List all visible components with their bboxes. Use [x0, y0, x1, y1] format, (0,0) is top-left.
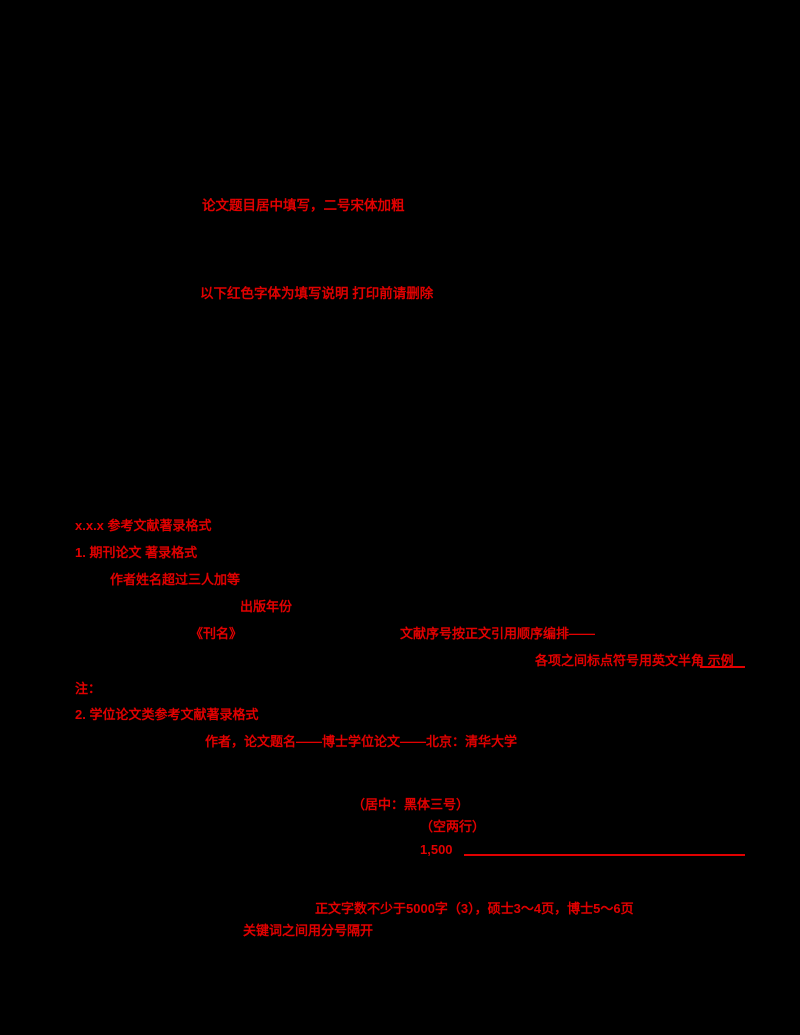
annotation-word-count: 1,500 [420, 842, 453, 857]
annotation-instruction-note: 以下红色字体为填写说明 打印前请删除 [200, 286, 434, 301]
annotation-length-note: 正文字数不少于5000字（3），硕士3～4页，博士5～6页 [315, 901, 634, 916]
fill-in-line-long [464, 854, 745, 856]
annotation-cover-note: 论文题目居中填写，二号宋体加粗 [202, 198, 405, 213]
annotation-note-marker: 注： [75, 681, 102, 696]
annotation-order-note: 文献序号按正文引用顺序编排—— [400, 626, 596, 641]
annotation-author-note: 作者姓名超过三人加等 [110, 572, 241, 587]
annotation-section-number: x.x.x 参考文献著录格式 [75, 518, 212, 533]
fill-in-line-short [700, 666, 745, 668]
annotation-punctuation-note: 各项之间标点符号用英文半角 示例 [535, 653, 734, 668]
annotation-year-note: 出版年份 [240, 599, 293, 614]
annotation-blank-line-note: （空两行） [420, 819, 486, 834]
annotation-center-note: （居中：黑体三号） [352, 797, 470, 812]
annotation-list-item-1: 1. 期刊论文 著录格式 [75, 545, 198, 560]
annotation-journal-title: 《刊名》 [190, 626, 243, 641]
annotation-keyword-note: 关键词之间用分号隔开 [243, 923, 374, 938]
annotation-list-item-2: 2. 学位论文类参考文献著录格式 [75, 707, 259, 722]
annotation-format-example: 作者，论文题名——博士学位论文——北京：清华大学 [205, 734, 518, 749]
